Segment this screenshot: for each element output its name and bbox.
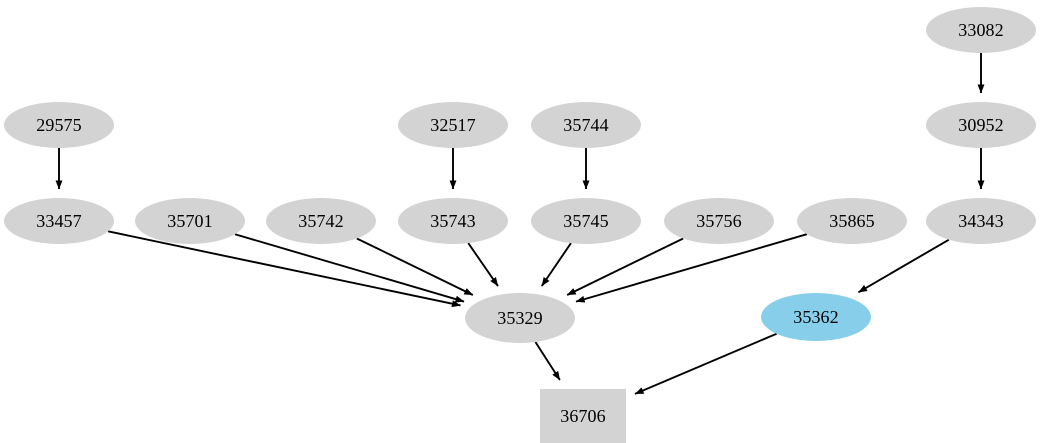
graph-node-33457[interactable]: 33457 xyxy=(4,198,114,244)
graph-node-label: 35756 xyxy=(696,211,742,231)
graph-node-label: 32517 xyxy=(430,115,476,135)
graph-node-35756[interactable]: 35756 xyxy=(664,198,774,244)
graph-node-label: 36706 xyxy=(560,406,606,426)
graph-node-label: 30952 xyxy=(958,115,1004,135)
graph-node-label: 35362 xyxy=(793,307,839,327)
graph-node-30952[interactable]: 30952 xyxy=(926,102,1036,148)
graph-node-label: 35744 xyxy=(563,115,609,135)
graph-node-34343[interactable]: 34343 xyxy=(926,198,1036,244)
graph-node-35742[interactable]: 35742 xyxy=(266,198,376,244)
graph-node-33082[interactable]: 33082 xyxy=(926,7,1036,53)
graph-node-35745[interactable]: 35745 xyxy=(531,198,641,244)
graph-node-32517[interactable]: 32517 xyxy=(398,102,508,148)
graph-node-label: 35701 xyxy=(167,211,213,231)
graph-node-35865[interactable]: 35865 xyxy=(797,198,907,244)
graph-node-35744[interactable]: 35744 xyxy=(531,102,641,148)
graph-node-35362[interactable]: 35362 xyxy=(761,293,871,341)
graph-node-label: 29575 xyxy=(36,115,82,135)
graph-node-label: 33457 xyxy=(36,211,82,231)
graph-node-label: 34343 xyxy=(958,211,1004,231)
graph-node-label: 35865 xyxy=(829,211,875,231)
graph-node-35329[interactable]: 35329 xyxy=(465,293,575,343)
graph-node-label: 35742 xyxy=(298,211,344,231)
graph-node-label: 33082 xyxy=(958,20,1004,40)
graph-node-label: 35743 xyxy=(430,211,476,231)
graph-node-label: 35329 xyxy=(497,308,543,328)
graph-node-35701[interactable]: 35701 xyxy=(135,198,245,244)
graph-node-35743[interactable]: 35743 xyxy=(398,198,508,244)
graph-node-29575[interactable]: 29575 xyxy=(4,102,114,148)
graph-node-label: 35745 xyxy=(563,211,609,231)
graph-node-36706[interactable]: 36706 xyxy=(540,389,626,443)
